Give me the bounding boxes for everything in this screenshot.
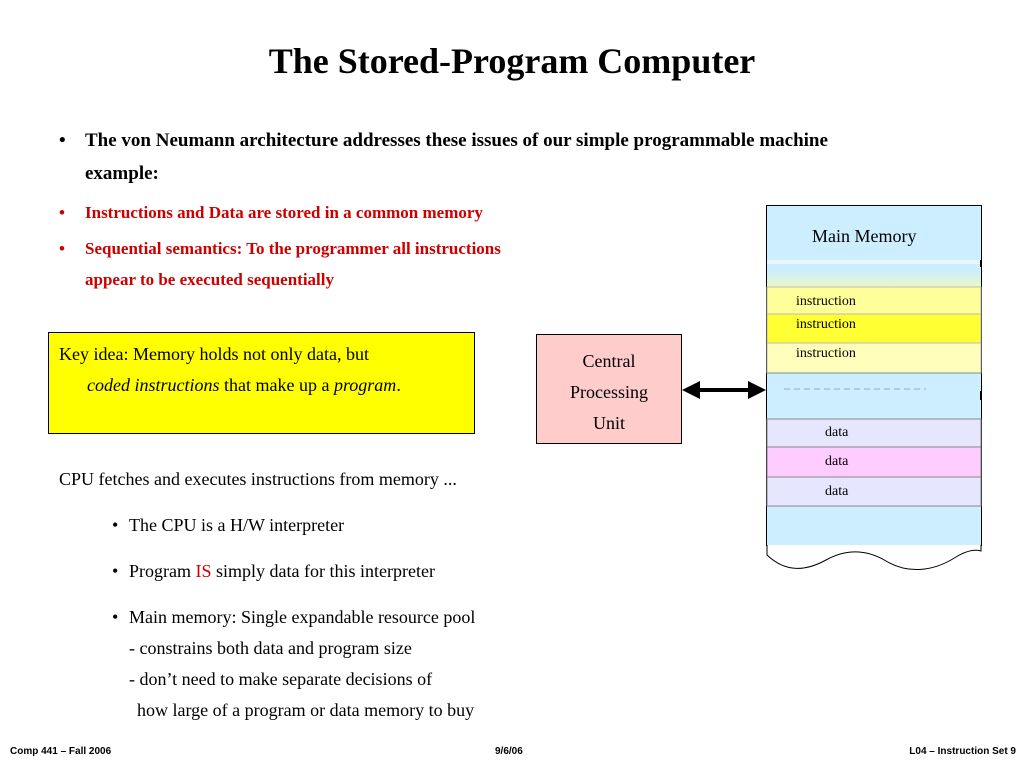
sub-bullet-main-memory: • Main memory: Single expandable resourc… — [112, 602, 476, 726]
key-idea-line: Key idea: Memory holds not only data, bu… — [59, 344, 369, 364]
bullet-text-line: Sequential semantics: To the programmer … — [85, 239, 501, 258]
sub-bullet-interpreter: • The CPU is a H/W interpreter — [112, 510, 345, 541]
cpu-box: Central Processing Unit — [536, 334, 682, 444]
key-idea-box: Key idea: Memory holds not only data, bu… — [48, 332, 475, 434]
bullet-common-memory: • Instructions and Data are stored in a … — [59, 196, 483, 229]
program-text: program — [333, 375, 397, 395]
data-cell-label: data — [825, 484, 849, 499]
sub-bullet-text: The CPU is a H/W interpreter — [129, 515, 345, 535]
sub-bullet-text: Program — [129, 561, 196, 581]
footer-center: 9/6/06 — [495, 746, 523, 757]
instruction-cell-label: instruction — [796, 294, 856, 309]
sub-bullet-program-is-data: • Program IS simply data for this interp… — [112, 556, 435, 587]
main-memory-title: Main Memory — [812, 226, 917, 246]
main-memory: Main Memory instruction instruction inst… — [766, 205, 982, 571]
sub-bullet-text: how large of a program or data memory to… — [137, 700, 475, 720]
data-cell-label: data — [825, 454, 849, 469]
bullet-text-line: Instructions and Data are stored in a co… — [85, 203, 483, 222]
cpu-label-line: Central — [582, 351, 636, 371]
key-idea-line: coded instructions that make up a progra… — [59, 370, 464, 401]
bullet-sequential: • Sequential semantics: To the programme… — [59, 233, 501, 295]
bullet-text-line: appear to be executed sequentially — [85, 270, 335, 289]
sub-bullet-text: simply data for this interpreter — [211, 561, 435, 581]
bullet-text-line: example: — [85, 163, 159, 184]
bullet-marker: • — [59, 203, 65, 222]
slide-title: The Stored-Program Computer — [268, 41, 756, 81]
main-memory-diagram — [766, 205, 982, 571]
sub-bullet-text: Main memory: Single expandable resource … — [129, 607, 476, 627]
bullet-marker: • — [59, 130, 66, 151]
bullet-marker: • — [112, 515, 119, 535]
instruction-cell-label: instruction — [796, 317, 856, 332]
is-emphasis-text: IS — [195, 561, 212, 581]
data-cell-label: data — [825, 425, 849, 440]
footer-right: L04 – Instruction Set 9 — [909, 746, 1016, 757]
cpu-label-line: Unit — [592, 413, 625, 433]
cpu-fetch-text: CPU fetches and executes instructions fr… — [59, 469, 457, 489]
bidirectional-arrow-icon — [682, 381, 766, 399]
key-idea-middle-text: that make up a — [219, 375, 334, 395]
coded-instructions-text: coded instructions — [87, 375, 220, 395]
footer-left: Comp 441 – Fall 2006 — [10, 746, 112, 757]
cpu-label-line: Processing — [570, 382, 648, 402]
bullet-von-neumann: • The von Neumann architecture addresses… — [59, 124, 828, 190]
sub-bullet-text: - don’t need to make separate decisions … — [129, 669, 433, 689]
instruction-cell-label: instruction — [796, 346, 856, 361]
bullet-text-line: The von Neumann architecture addresses t… — [85, 130, 828, 151]
bullet-marker: • — [59, 239, 65, 258]
sub-bullet-text: - constrains both data and program size — [129, 638, 412, 658]
bullet-marker: • — [112, 607, 119, 627]
bullet-marker: • — [112, 561, 119, 581]
key-idea-end-text: . — [396, 375, 401, 395]
